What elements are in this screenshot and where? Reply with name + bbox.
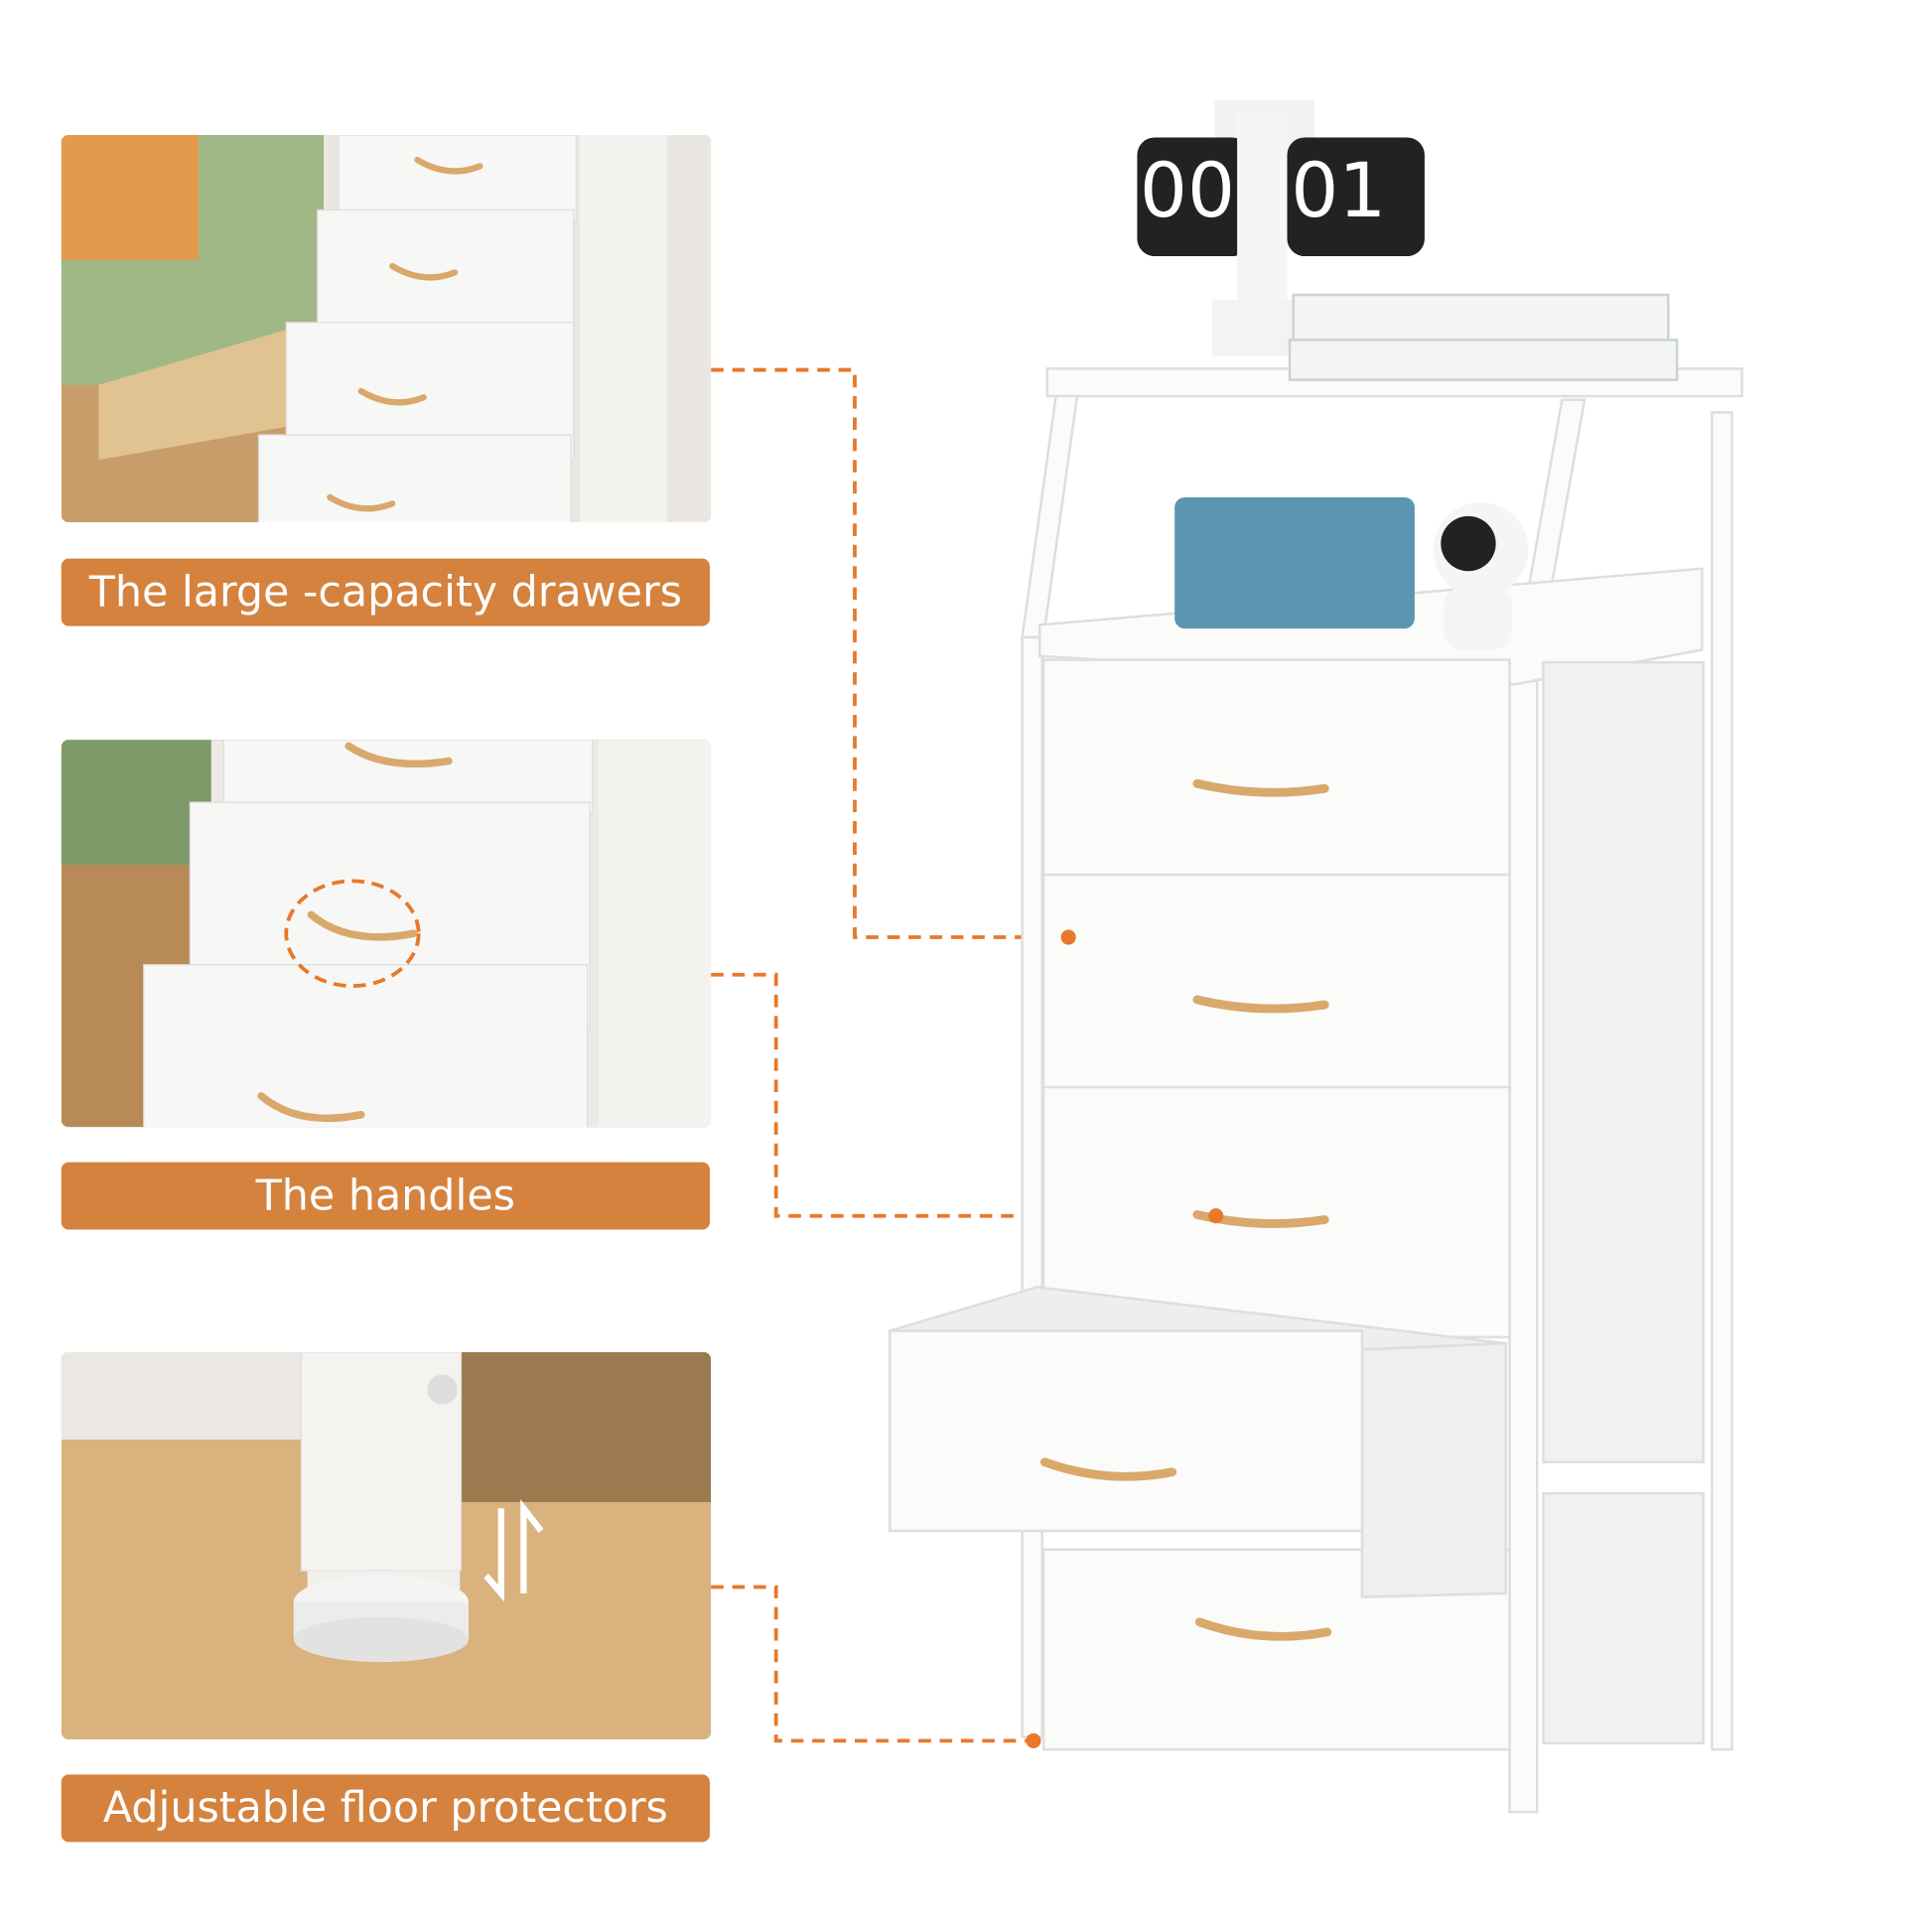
drawers-closeup-photo bbox=[61, 134, 712, 523]
drawer-handles bbox=[1039, 778, 1332, 1641]
feature-label-drawers: The large -capacity drawers bbox=[61, 558, 710, 626]
clock-minutes: 01 bbox=[1291, 147, 1387, 235]
radio bbox=[1174, 496, 1415, 629]
anchor-dot-floor bbox=[1026, 1732, 1041, 1748]
feature-label-floor-protectors: Adjustable floor protectors bbox=[61, 1774, 710, 1843]
dresser bbox=[888, 367, 1743, 1814]
handles-closeup-photo bbox=[61, 740, 712, 1128]
leader-lines bbox=[711, 367, 1216, 1743]
clock-hours: 00 bbox=[1139, 147, 1236, 235]
feature-label-handles: The handles bbox=[61, 1162, 710, 1230]
floor-protector-closeup-photo bbox=[61, 1351, 712, 1740]
astronaut-figure bbox=[1433, 501, 1529, 650]
anchor-dot-drawers bbox=[1060, 929, 1076, 945]
up-down-arrows-icon bbox=[483, 1499, 544, 1602]
books bbox=[1288, 293, 1679, 381]
handle-highlight-circle bbox=[284, 879, 421, 989]
anchor-dot-handles bbox=[1208, 1208, 1224, 1224]
